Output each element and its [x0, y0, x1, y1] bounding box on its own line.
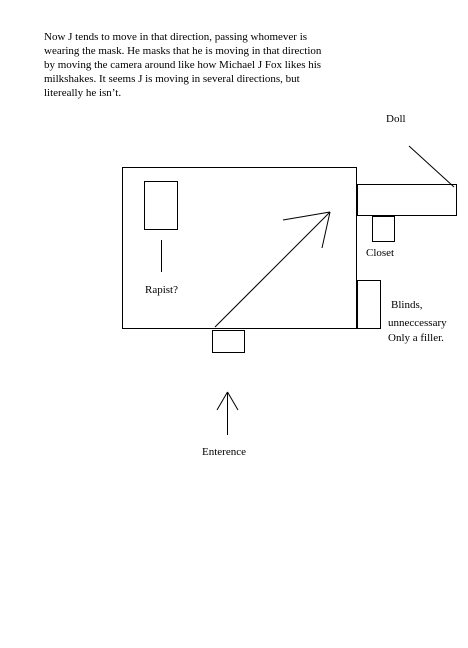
entrance-arrow [216, 391, 239, 435]
description-paragraph: Now J tends to move in that direction, p… [44, 30, 364, 100]
entrance-box [212, 330, 245, 353]
paragraph-line: by moving the camera around like how Mic… [44, 59, 322, 71]
closet-box [372, 216, 395, 242]
blinds-label-line-1: Blinds, [391, 299, 423, 311]
rapist-box [144, 181, 178, 230]
paragraph-line: litereally he isn’t. [44, 87, 122, 99]
closet-label: Closet [366, 247, 395, 259]
enterence-label: Enterence [202, 446, 246, 458]
paragraph-line: wearing the mask. He masks that he is mo… [44, 45, 322, 57]
blinds-label-line-2: unneccessary [388, 317, 447, 329]
doll-box [357, 184, 457, 216]
room-outline [122, 167, 357, 329]
movement-arrow [214, 211, 331, 328]
doll-pointer-line [408, 145, 455, 188]
doll-label: Doll [386, 113, 406, 125]
blinds-label-line-3: Only a filler. [388, 332, 444, 344]
rapist-label: Rapist? [145, 284, 178, 296]
paragraph-line: Now J tends to move in that direction, p… [44, 31, 308, 43]
blinds-box [357, 280, 381, 329]
paragraph-line: milkshakes. It seems J is moving in seve… [44, 73, 300, 85]
